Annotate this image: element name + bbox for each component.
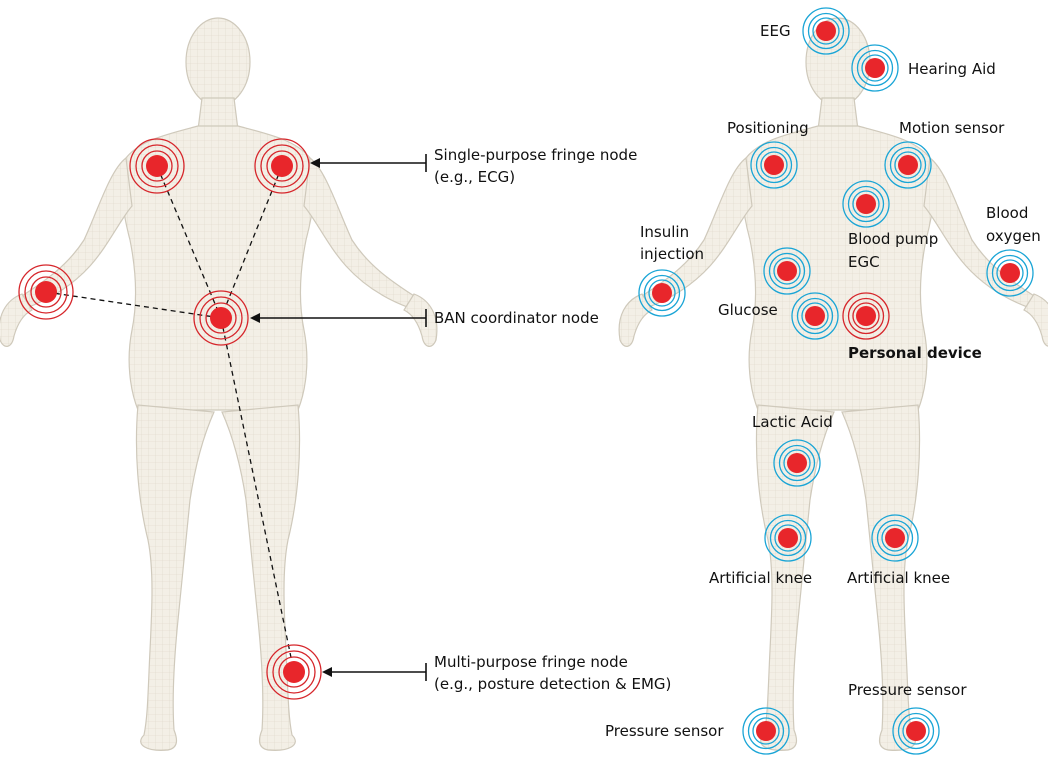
single-purpose-label: Single-purpose fringe node (434, 146, 637, 164)
multi-purpose-label: Multi-purpose fringe node (434, 653, 628, 671)
label-pressure-right: Pressure sensor (848, 681, 967, 699)
label-insulin-2: injection (640, 245, 704, 263)
label-blood-oxygen-1: Blood (986, 204, 1028, 222)
label-insulin-1: Insulin (640, 223, 689, 241)
label-motion-sensor: Motion sensor (899, 119, 1005, 137)
label-glucose: Glucose (718, 301, 778, 319)
label-positioning: Positioning (727, 119, 809, 137)
label-eeg: EEG (760, 22, 791, 40)
single-purpose-example: (e.g., ECG) (434, 168, 515, 186)
label-blood-oxygen-2: oxygen (986, 227, 1041, 245)
label-personal-device: Personal device (848, 344, 982, 362)
coordinator-label: BAN coordinator node (434, 309, 599, 327)
label-hearing-aid: Hearing Aid (908, 60, 996, 78)
label-egc: EGC (848, 253, 880, 271)
label-lactic-acid: Lactic Acid (752, 413, 833, 431)
label-knee-right: Artificial knee (847, 569, 950, 587)
label-knee-left: Artificial knee (709, 569, 812, 587)
multi-purpose-example: (e.g., posture detection & EMG) (434, 675, 671, 693)
left-body-figure (0, 18, 437, 750)
label-blood-pump: Blood pump (848, 230, 938, 248)
label-pressure-left: Pressure sensor (605, 722, 724, 740)
